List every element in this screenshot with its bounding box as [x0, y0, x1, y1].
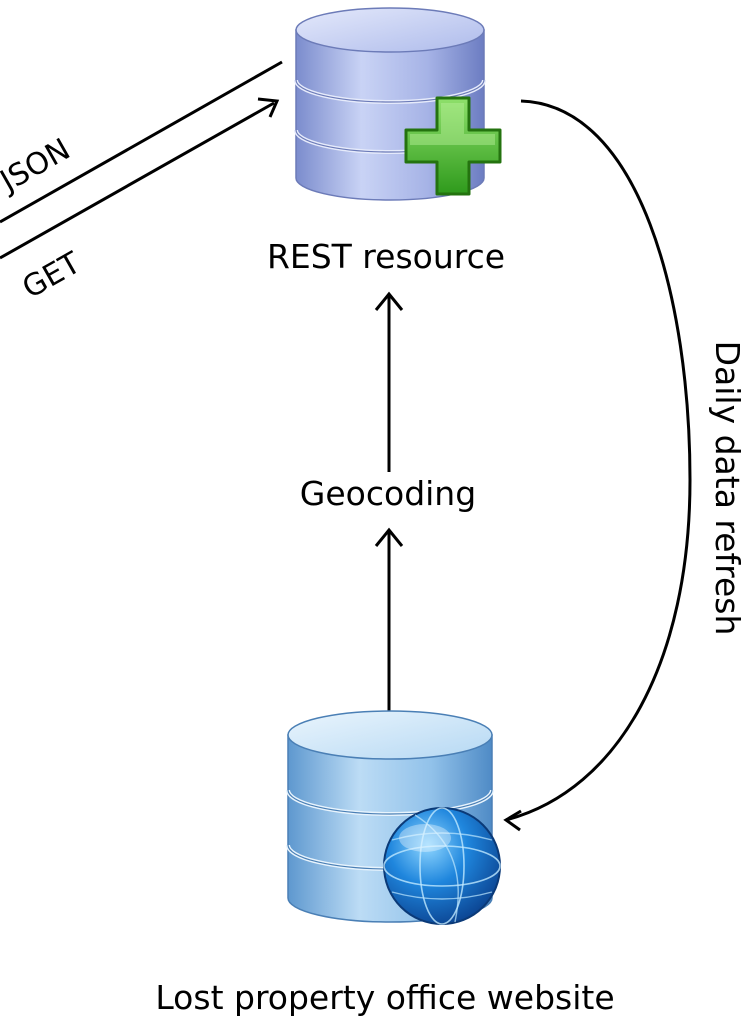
- daily-refresh-arrow: [503, 99, 692, 832]
- json-get-arrows: JSON GET: [0, 60, 283, 306]
- get-label: GET: [17, 245, 88, 306]
- json-label: JSON: [0, 132, 76, 200]
- get-arrow-line: [0, 101, 275, 260]
- website-database-icon: [286, 710, 494, 923]
- geocoding-label: Geocoding: [300, 474, 476, 513]
- plus-icon: [404, 96, 502, 196]
- globe-icon: [383, 807, 501, 925]
- daily-refresh-label: Daily data refresh: [708, 341, 747, 636]
- json-arrow-line: [0, 60, 283, 224]
- get-arrowhead: [257, 97, 280, 118]
- geocoding-to-rest-arrow: [374, 291, 404, 472]
- rest-resource-label: REST resource: [267, 237, 505, 276]
- website-to-geocoding-arrow: [374, 527, 404, 712]
- lost-property-label: Lost property office website: [155, 978, 614, 1017]
